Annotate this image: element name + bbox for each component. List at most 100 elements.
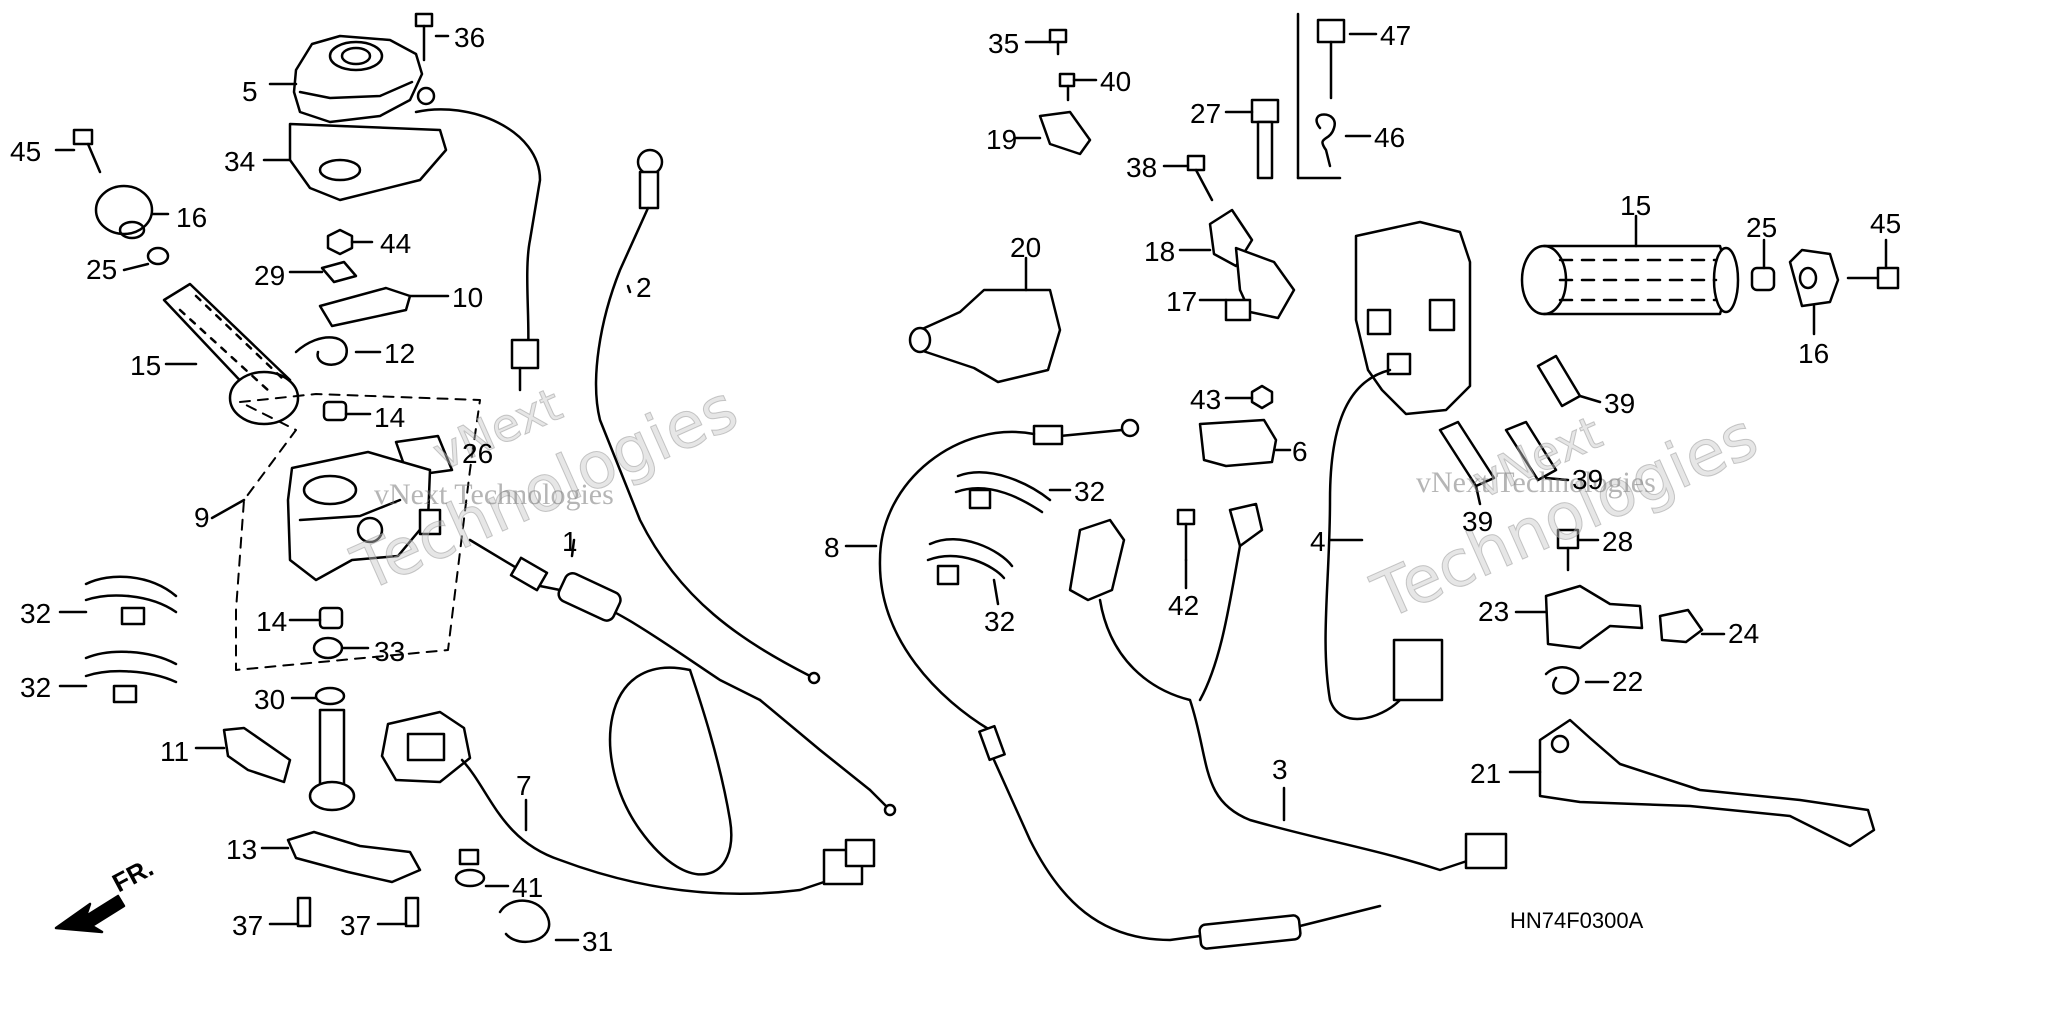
callout-11: 11	[160, 736, 190, 767]
part-11-thumb-lever	[194, 708, 356, 812]
part-10-lever	[318, 286, 450, 328]
part-25-collar-left	[146, 246, 170, 266]
part-12-spring	[294, 336, 382, 366]
callout-46: 46	[1374, 122, 1406, 153]
part-16-bar-end-left	[94, 184, 170, 240]
part-45-bolt-left	[54, 128, 102, 174]
callout-25-right: 25	[1746, 212, 1778, 243]
part-43-nut	[1224, 384, 1274, 410]
callout-22: 22	[1612, 666, 1644, 697]
callout-25: 25	[86, 254, 118, 285]
callout-5: 5	[242, 76, 258, 107]
part-32-clamp-mid-lower	[926, 538, 1014, 606]
part-45-bolt-right	[1846, 238, 1900, 290]
callout-10: 10	[452, 282, 484, 313]
callout-47: 47	[1380, 20, 1412, 51]
part-39-screw-b	[1504, 420, 1570, 482]
callout-14-lower: 14	[256, 606, 288, 637]
part-23-lever-bracket	[1514, 584, 1644, 650]
callout-28: 28	[1602, 526, 1634, 557]
callout-41: 41	[512, 872, 544, 903]
callout-36: 36	[454, 22, 486, 53]
part-20-cover	[908, 256, 1062, 384]
part-30-washer	[290, 686, 346, 706]
part-33-washer	[312, 636, 370, 660]
callout-23: 23	[1478, 596, 1510, 627]
callout-44: 44	[380, 228, 412, 259]
diagram-code: HN74F0300A	[1510, 908, 1644, 933]
callout-42: 42	[1168, 590, 1200, 621]
callout-26: 26	[462, 438, 494, 469]
part-1-cable	[468, 538, 897, 876]
part-42-bolt	[1176, 508, 1196, 590]
callout-32-mid-upper: 32	[1074, 476, 1106, 507]
part-15-grip-right	[1520, 214, 1740, 316]
part-2-cable	[594, 148, 821, 685]
callout-1: 1	[562, 526, 578, 557]
callout-19: 19	[986, 124, 1018, 155]
callout-31: 31	[582, 926, 614, 957]
part-34-plate	[262, 122, 448, 202]
callout-39-b: 39	[1572, 464, 1604, 495]
callout-34: 34	[224, 146, 256, 177]
callout-38: 38	[1126, 152, 1158, 183]
part-21-brake-lever	[1508, 718, 1876, 848]
callout-16-right: 16	[1798, 338, 1830, 369]
callout-4: 4	[1310, 526, 1326, 557]
part-35-bolt	[1024, 28, 1068, 56]
callout-8: 8	[824, 532, 840, 563]
part-6-switch	[1198, 418, 1292, 468]
callout-39-a: 39	[1604, 388, 1636, 419]
part-5-throttle-cover	[268, 34, 436, 124]
part-8-cable	[844, 418, 1382, 950]
part-31-clip	[498, 899, 580, 944]
callout-24: 24	[1728, 618, 1760, 649]
part-16-bar-end-right	[1788, 248, 1840, 336]
watermark-text-left: vNext Technologies	[374, 478, 614, 511]
part-39-screw-a	[1536, 354, 1602, 408]
part-19-clamp	[1014, 110, 1092, 156]
part-47-bolt	[1316, 18, 1378, 100]
front-arrow-icon	[54, 894, 126, 934]
callout-32-left-upper: 32	[20, 598, 52, 629]
callout-39-c: 39	[1462, 506, 1494, 537]
part-38-screw	[1162, 154, 1214, 202]
part-24-cap	[1658, 608, 1726, 644]
callout-14-top: 14	[374, 402, 406, 433]
part-14-cap-top	[322, 400, 372, 422]
callout-37-b: 37	[340, 910, 372, 941]
callout-16: 16	[176, 202, 208, 233]
part-37-bolt-b	[376, 896, 420, 928]
part-37-bolt-a	[268, 896, 312, 928]
part-17-bracket	[1198, 246, 1296, 322]
callout-32-mid-lower: 32	[984, 606, 1016, 637]
part-36-bolt	[414, 12, 450, 62]
callout-3: 3	[1272, 754, 1288, 785]
part-25-collar-right	[1750, 238, 1776, 292]
part-4-switch-housing	[1324, 220, 1472, 721]
part-39-screw-c	[1438, 420, 1496, 506]
part-7-switch	[380, 710, 876, 895]
callout-9: 9	[194, 502, 210, 533]
callout-12: 12	[384, 338, 416, 369]
callout-27: 27	[1190, 98, 1222, 129]
part-40-bolt	[1058, 72, 1098, 102]
part-13-bracket	[260, 830, 422, 884]
callout-33: 33	[374, 636, 406, 667]
part-9-throttle-housing	[286, 450, 442, 582]
callout-21: 21	[1470, 758, 1502, 789]
part-22-spring	[1544, 666, 1610, 695]
callout-6: 6	[1292, 436, 1308, 467]
part-44-nut	[326, 228, 374, 256]
callout-18: 18	[1144, 236, 1176, 267]
callout-20: 20	[1010, 232, 1042, 263]
callout-15: 15	[130, 350, 162, 381]
callout-45: 45	[10, 136, 42, 167]
callout-2: 2	[636, 272, 652, 303]
callout-37-a: 37	[232, 910, 264, 941]
part-27-pin	[1224, 98, 1280, 180]
part-32-clamp-left-upper	[58, 575, 178, 626]
part-46-spring	[1315, 113, 1372, 168]
part-28-bolt	[1556, 528, 1600, 572]
